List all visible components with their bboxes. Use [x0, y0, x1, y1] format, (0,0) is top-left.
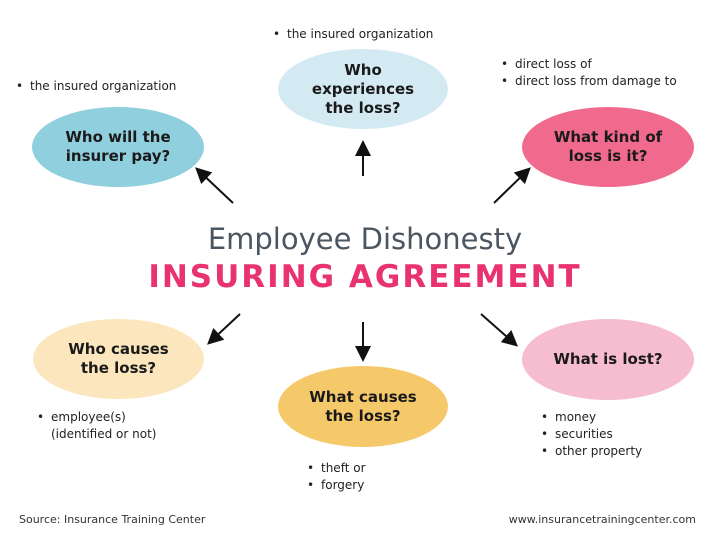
bullet: the insured organization	[273, 26, 433, 43]
lost-bullets: money securities other property	[541, 409, 642, 460]
node-who-causes: Who causes the loss?	[33, 319, 204, 399]
node-label: Who causes the loss?	[68, 340, 169, 377]
title-line2: INSURING AGREEMENT	[148, 259, 582, 295]
arrow-to-lost	[480, 313, 518, 347]
node-experiences: Who experiences the loss?	[278, 49, 448, 129]
arrow-to-who-causes	[207, 313, 241, 345]
what-causes-bullets: theft or forgery	[307, 460, 366, 494]
insurer-pay-bullets: the insured organization	[16, 78, 176, 95]
arrow-to-insurer-pay	[195, 167, 234, 204]
node-kind: What kind of loss is it?	[522, 107, 694, 187]
node-lost: What is lost?	[522, 319, 694, 400]
experiences-bullets: the insured organization	[273, 26, 433, 43]
node-insurer-pay: Who will the insurer pay?	[32, 107, 204, 187]
kind-bullets: direct loss of direct loss from damage t…	[501, 56, 677, 90]
node-label: What kind of loss is it?	[553, 128, 663, 165]
website-url: www.insurancetrainingcenter.com	[508, 513, 696, 526]
bullet: securities	[541, 426, 642, 443]
bullet: employee(s)	[37, 409, 156, 426]
arrow-to-kind	[493, 167, 531, 204]
bullet: the insured organization	[16, 78, 176, 95]
node-label: What is lost?	[553, 350, 663, 368]
bullet: other property	[541, 443, 642, 460]
bullet: direct loss of	[501, 56, 677, 73]
bullet: forgery	[307, 477, 366, 494]
node-label: Who will the insurer pay?	[65, 128, 171, 165]
bullet: money	[541, 409, 642, 426]
who-causes-bullets: employee(s) (identified or not)	[37, 409, 156, 443]
source-text: Source: Insurance Training Center	[19, 513, 206, 526]
bullet: direct loss from damage to	[501, 73, 677, 90]
node-what-causes: What causes the loss?	[278, 366, 448, 447]
title-line1: Employee Dishonesty	[207, 222, 523, 256]
bullet: theft or	[307, 460, 366, 477]
bullet-continuation: (identified or not)	[51, 427, 157, 441]
node-label: What causes the loss?	[309, 387, 417, 425]
node-label: Who experiences the loss?	[311, 60, 415, 117]
